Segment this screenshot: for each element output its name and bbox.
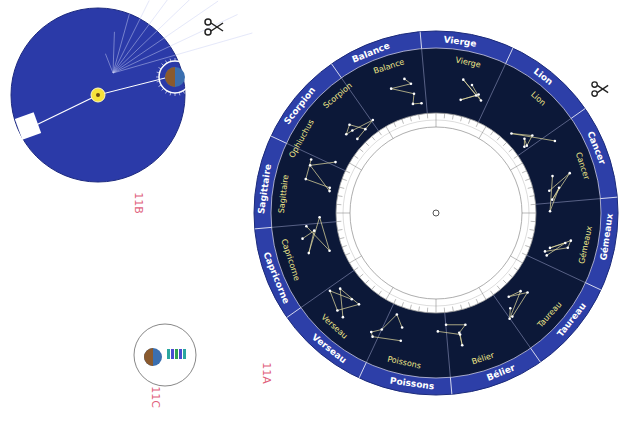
disk-illustration: [133, 323, 197, 387]
part-label: 11A: [260, 362, 273, 384]
disk-illustration: [10, 7, 186, 183]
sun-earth-disk: 11B: [10, 7, 186, 183]
part-label: 11B: [132, 192, 145, 214]
scissors-icon: [592, 82, 608, 96]
scissors-icon: [205, 19, 223, 35]
part-label: 11C: [149, 386, 162, 408]
earth-disk: 11C: [133, 323, 197, 387]
